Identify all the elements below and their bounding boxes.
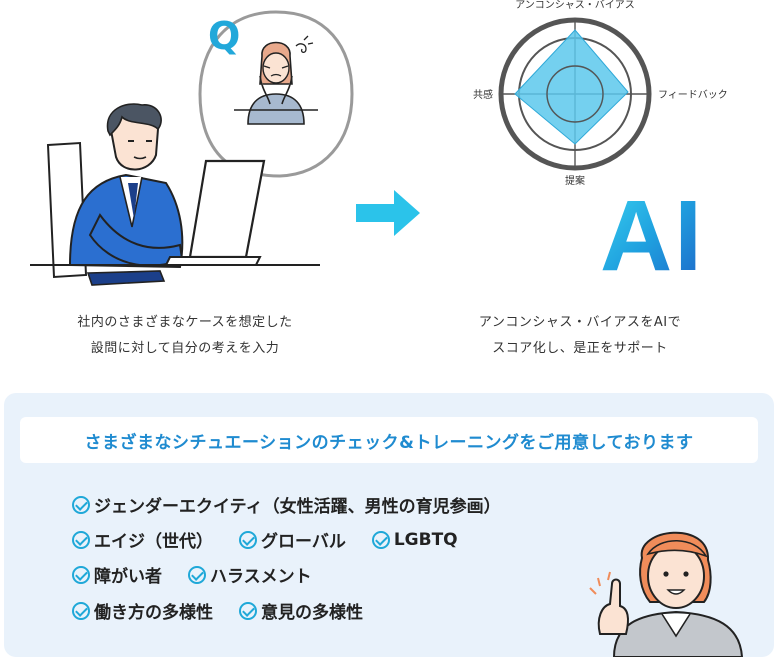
radar-label-left: 共感 [473, 88, 493, 101]
list-item: エイジ（世代） [72, 527, 213, 552]
list-item: 意見の多様性 [239, 598, 363, 623]
radar-label-right: フィードバック [658, 89, 728, 101]
radar-label-top: アンコンシャス・バイアス [515, 0, 635, 11]
item-row: 障がい者 ハラスメント [72, 562, 338, 587]
check-circle-icon [72, 565, 90, 584]
item-label: ジェンダーエクイティ（女性活躍、男性の育児参画） [94, 497, 501, 517]
right-caption-line2: スコア化し、是正をサポート [492, 341, 668, 356]
item-row: ジェンダーエクイティ（女性活躍、男性の育児参画） [72, 492, 527, 517]
worried-woman-icon [234, 35, 318, 125]
list-item: グローバル [239, 527, 346, 552]
item-label: 意見の多様性 [261, 603, 363, 623]
list-item: 働き方の多様性 [72, 598, 213, 623]
radar-label-bottom: 提案 [565, 174, 585, 187]
left-caption-line2: 設問に対して自分の考えを入力 [90, 341, 280, 356]
training-panel: さまざまなシチュエーションのチェック&トレーニングをご用意しております ジェンダ… [4, 393, 774, 657]
ai-logo-text: AI [600, 182, 704, 277]
right-caption: アンコンシャス・バイアスをAIで スコア化し、是正をサポート [430, 310, 730, 362]
check-circle-icon [239, 530, 257, 549]
question-letter: Q [208, 14, 241, 58]
item-label: 働き方の多様性 [94, 603, 213, 623]
check-circle-icon [371, 530, 390, 549]
ai-logo: AI [600, 182, 704, 277]
businessman-scene: Q [0, 0, 380, 300]
arrow-right-icon [356, 190, 420, 236]
item-label: グローバル [261, 532, 346, 552]
check-circle-icon [239, 601, 257, 620]
check-circle-icon [72, 530, 90, 549]
left-caption: 社内のさまざまなケースを想定した 設問に対して自分の考えを入力 [20, 310, 350, 362]
headline-box: さまざまなシチュエーションのチェック&トレーニングをご用意しております [20, 417, 758, 463]
list-item: ハラスメント [188, 562, 312, 587]
pointing-woman-illustration [589, 531, 744, 657]
check-circle-icon [72, 495, 90, 514]
radar-chart: アンコンシャス・バイアス フィードバック 提案 共感 [473, 0, 728, 187]
right-caption-line1: アンコンシャス・バイアスをAIで [478, 315, 682, 330]
check-circle-icon [72, 601, 90, 620]
item-row: 働き方の多様性 意見の多様性 [72, 598, 389, 623]
panel-headline: さまざまなシチュエーションのチェック&トレーニングをご用意しております [84, 432, 694, 453]
left-caption-line1: 社内のさまざまなケースを想定した [77, 315, 293, 330]
list-item: 障がい者 [72, 562, 162, 587]
check-circle-icon [188, 565, 206, 584]
item-label: エイジ（世代） [94, 532, 213, 552]
item-label: ハラスメント [210, 567, 312, 587]
item-row: エイジ（世代） グローバル LGBTQ [72, 527, 484, 552]
item-label: LGBTQ [393, 529, 458, 550]
businessman-illustration [30, 103, 320, 286]
list-item: LGBTQ [371, 529, 458, 550]
item-label: 障がい者 [94, 567, 162, 587]
list-item: ジェンダーエクイティ（女性活躍、男性の育児参画） [72, 492, 501, 517]
